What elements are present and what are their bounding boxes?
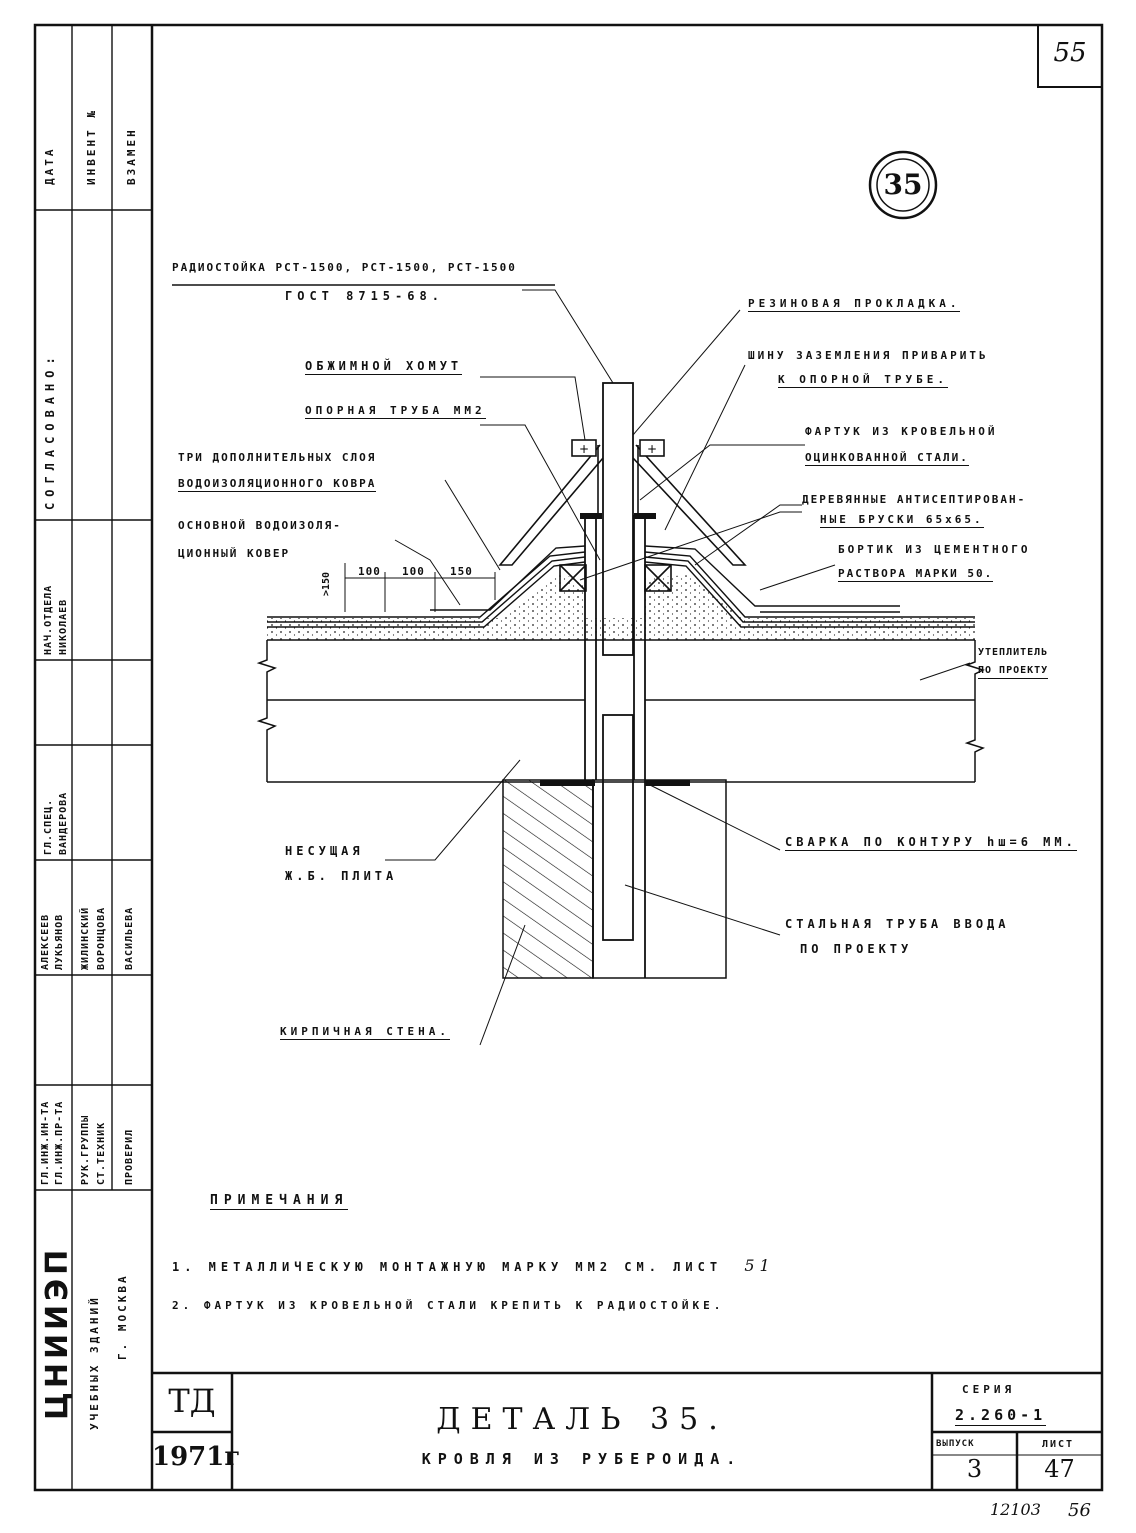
sidebar-name-2: ЖИЛИНСКИЙ: [80, 906, 91, 970]
note-line-1-text: 1. МЕТАЛЛИЧЕСКУЮ МОНТАЖНУЮ МАРКУ ММ2 СМ.…: [172, 1260, 723, 1274]
label-main-carpet-1: ОСНОВНОЙ ВОДОИЗОЛЯ-: [178, 519, 342, 532]
label-main-carpet-2: ЦИОННЫЙ КОВЕР: [178, 547, 291, 560]
dim-150v: >150: [321, 571, 332, 596]
svg-text:+: +: [579, 442, 589, 456]
footer-order-no: 12103: [990, 1500, 1041, 1519]
issue-value: 3: [966, 1455, 983, 1483]
series-label: СЕРИЯ: [962, 1383, 1016, 1396]
sidebar-extra-role-1: ГЛ.СПЕЦ.: [43, 798, 54, 855]
label-apron-1: ФАРТУК ИЗ КРОВЕЛЬНОЙ: [805, 425, 998, 438]
dim-150: 150: [450, 565, 473, 578]
sidebar-approved: СОГЛАСОВАНО:: [43, 351, 57, 510]
label-weld: СВАРКА ПО КОНТУРУ hш=6 ММ.: [785, 835, 1077, 851]
sidebar-role-0: ГЛ.ИНЖ.ИН-ТА: [40, 1100, 51, 1185]
label-steel-pipe-2: ПО ПРОЕКТУ: [800, 942, 913, 956]
sheet-corner-number: 55: [1053, 38, 1087, 68]
sidebar-name-1: ЛУКЬЯНОВ: [54, 913, 65, 970]
issue-label: ВЫПУСК: [936, 1439, 975, 1449]
sidebar-col-inv: ИНВЕНТ №: [85, 108, 98, 185]
label-insulation-1: УТЕПЛИТЕЛЬ: [978, 647, 1049, 658]
sidebar-extra-name-0: НИКОЛАЕВ: [58, 598, 69, 655]
org-code: ТД: [168, 1382, 216, 1420]
label-ground-bus-2: К ОПОРНОЙ ТРУБЕ.: [778, 373, 948, 388]
sidebar-role-1: ГЛ.ИНЖ.ПР-ТА: [54, 1100, 65, 1185]
sidebar-col-date: ДАТА: [43, 146, 56, 186]
label-extra-layers-1: ТРИ ДОПОЛНИТЕЛЬНЫХ СЛОЯ: [178, 451, 377, 464]
label-clamp: ОБЖИМНОЙ ХОМУТ: [305, 359, 463, 375]
label-rack: РАДИОСТОЙКА РСТ-1500, РСТ-1500, РСТ-1500: [172, 261, 517, 274]
label-wall: КИРПИЧНАЯ СТЕНА.: [280, 1025, 450, 1040]
sidebar-name-0: АЛЕКСЕЕВ: [40, 913, 51, 970]
svg-text:+: +: [647, 442, 657, 456]
note-line-1: 1. МЕТАЛЛИЧЕСКУЮ МОНТАЖНУЮ МАРКУ ММ2 СМ.…: [172, 1258, 775, 1274]
label-rubber-gasket: РЕЗИНОВАЯ ПРОКЛАДКА.: [748, 297, 961, 312]
sheet-value: 47: [1044, 1455, 1075, 1483]
label-insulation-2: ПО ПРОЕКТУ: [978, 666, 1049, 679]
notes-title: ПРИМЕЧАНИЯ: [210, 1193, 349, 1210]
label-slab-1: НЕСУЩАЯ: [285, 844, 364, 858]
label-rack-gost: ГОСТ 8715-68.: [285, 289, 444, 303]
note-line-1-ref: 51: [744, 1256, 775, 1275]
label-ground-bus-1: ШИНУ ЗАЗЕМЛЕНИЯ ПРИВАРИТЬ: [748, 349, 989, 362]
label-apron-2: ОЦИНКОВАННОЙ СТАЛИ.: [805, 451, 969, 466]
drawing-title-1: ДЕТАЛЬ 35.: [436, 1402, 728, 1437]
sidebar-org-city: Г. МОСКВА: [116, 1273, 129, 1360]
sidebar-name-3: ВОРОНЦОВА: [96, 906, 107, 970]
sidebar-role-3: СТ.ТЕХНИК: [96, 1121, 107, 1185]
note-line-2: 2. ФАРТУК ИЗ КРОВЕЛЬНОЙ СТАЛИ КРЕПИТЬ К …: [172, 1299, 725, 1312]
sidebar-org-name: ЦНИИЭП: [40, 1245, 75, 1420]
series-value: 2.260-1: [955, 1406, 1047, 1426]
label-support-pipe: ОПОРНАЯ ТРУБА ММ2: [305, 404, 486, 419]
drawing-title-2: КРОВЛЯ ИЗ РУБЕРОИДА.: [421, 1450, 743, 1468]
label-steel-pipe-1: СТАЛЬНАЯ ТРУБА ВВОДА: [785, 917, 1010, 931]
dim-100b: 100: [402, 565, 425, 578]
sidebar-org-sub: УЧЕБНЫХ ЗДАНИЙ: [88, 1295, 101, 1430]
label-extra-layers-2: ВОДОИЗОЛЯЦИОННОГО КОВРА: [178, 477, 377, 492]
sheet-label: ЛИСТ: [1042, 1439, 1075, 1450]
sidebar-extra-role-0: НАЧ.ОТДЕЛА: [43, 584, 54, 655]
label-slab-2: Ж.Б. ПЛИТА: [285, 869, 398, 883]
dim-100a: 100: [358, 565, 381, 578]
detail-marker: 35: [883, 168, 923, 201]
label-bars-2: НЫЕ БРУСКИ 65х65.: [820, 513, 984, 528]
sidebar-extra-name-1: ВАНДЕРОВА: [58, 791, 69, 855]
sidebar-name-4: ВАСИЛЬЕВА: [124, 906, 135, 970]
sidebar-role-4: ПРОВЕРИЛ: [124, 1128, 135, 1185]
footer-page-no: 56: [1068, 1500, 1091, 1521]
label-curb-2: РАСТВОРА МАРКИ 50.: [838, 567, 994, 582]
sidebar-col-replace: ВЗАМЕН: [125, 127, 138, 185]
label-curb-1: БОРТИК ИЗ ЦЕМЕНТНОГО: [838, 543, 1031, 556]
sheet-frame: [33, 23, 1104, 1492]
year: 1971г: [152, 1442, 241, 1472]
label-bars-1: ДЕРЕВЯННЫЕ АНТИСЕПТИРОВАН-: [802, 493, 1027, 506]
sidebar-role-2: РУК.ГРУППЫ: [80, 1114, 91, 1185]
slab: [256, 639, 985, 783]
